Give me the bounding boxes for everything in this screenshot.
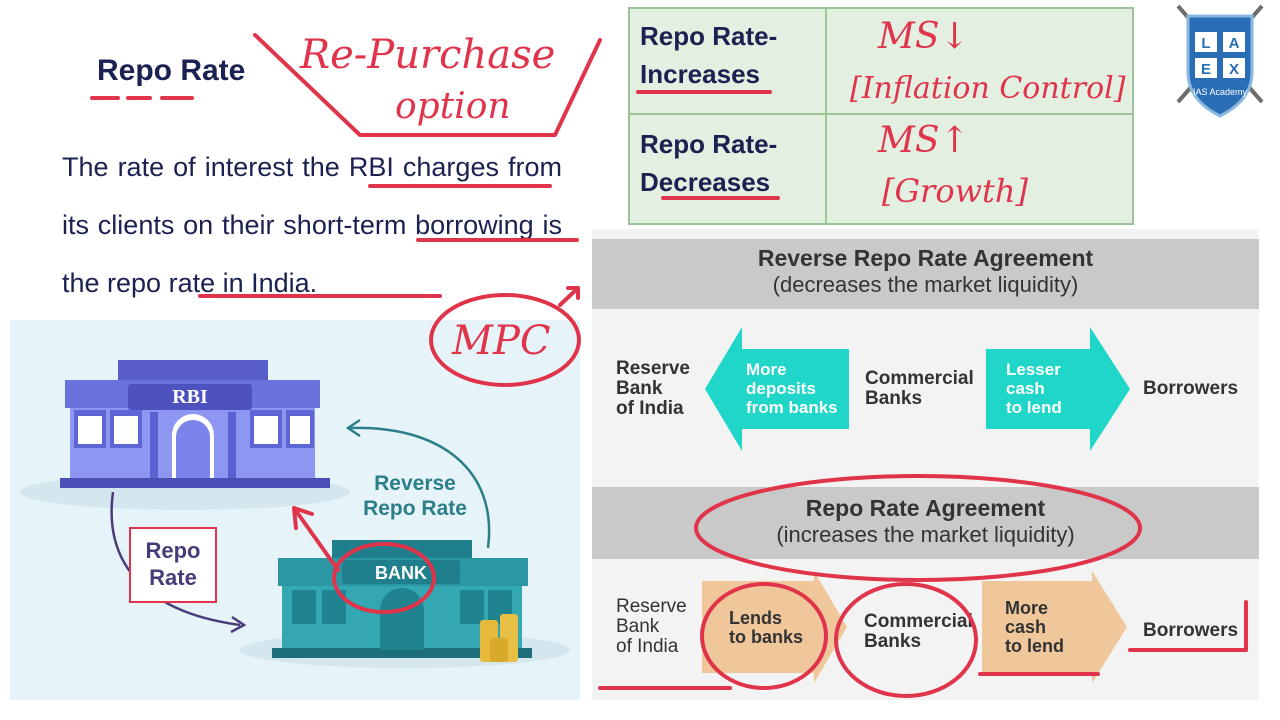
rbi-label: RBI [172, 386, 208, 408]
repo-agreement-diagram: Reverse Repo Rate Agreement (decreases t… [592, 229, 1259, 700]
row-decreases-line2: Decreases [640, 167, 771, 197]
row-increases-value-cell [827, 9, 1132, 115]
repo-header: Repo Rate Agreement (increases the marke… [592, 487, 1259, 559]
repo-rbi-line2: Bank [616, 616, 660, 637]
repo-arrow2-line1: More [1005, 598, 1049, 618]
repo-arrow2-line3: to lend [1005, 636, 1064, 656]
laex-logo: L A E X IAS Academy [1170, 2, 1270, 120]
reverse-arrow2-line2: cash [1006, 379, 1045, 398]
reverse-rbi-line1: Reserve [616, 358, 690, 379]
bank-building-icon [272, 540, 532, 662]
row-increases-label-cell: Repo Rate- Increases [630, 9, 827, 115]
repo-banks-line1: Commercial [864, 611, 973, 632]
reverse-arrow2-line3: to lend [1006, 398, 1062, 417]
logo-letter-1: L [1201, 35, 1210, 52]
repo-borrowers: Borrowers [1143, 620, 1239, 641]
row-increases-line2: Increases [640, 59, 760, 89]
mpc-pointer [558, 286, 580, 307]
reverse-repo-subtitle: (decreases the market liquidity) [772, 272, 1079, 297]
repurchase-line2: option [395, 86, 511, 127]
repo-arrow1-line2: to banks [729, 627, 804, 647]
logo-letter-4: X [1229, 61, 1239, 78]
bank-label: BANK [375, 563, 427, 583]
reverse-borrowers: Borrowers [1143, 378, 1239, 399]
repo-rate-label-line2: Rate [149, 565, 197, 590]
repurchase-bracket [253, 33, 602, 137]
repo-rbi-line1: Reserve [616, 596, 687, 617]
row-increases-line1: Repo Rate- [640, 21, 778, 51]
page-title: Repo Rate [97, 54, 246, 87]
rbi-bank-illustration: RBI BANK Repo Rate Reverse Repo [20, 360, 570, 668]
logo-letter-2: A [1229, 35, 1240, 52]
reverse-repo-label-line2: Repo Rate [363, 497, 467, 520]
reverse-repo-label-line1: Reverse [374, 472, 456, 495]
logo-caption: IAS Academy [1193, 87, 1248, 97]
deposits-arrow-left [705, 327, 849, 451]
reverse-rbi-line3: of India [616, 398, 684, 419]
repo-arrow1-line1: Lends [729, 608, 783, 628]
reverse-banks-line1: Commercial [865, 368, 974, 389]
repo-rate-label-line1: Repo [146, 538, 201, 563]
repo-banks-line2: Banks [864, 631, 922, 652]
repo-illustration: RBI BANK Repo Rate Reverse Repo [10, 320, 580, 700]
repo-rate-table: Repo Rate- Increases Repo Rate- Decrease… [628, 7, 1134, 225]
reverse-arrow2-line1: Lesser [1006, 360, 1061, 379]
reverse-rbi-line2: Bank [616, 378, 663, 399]
row-decreases-line1: Repo Rate- [640, 129, 778, 159]
reverse-arrow1-line1: More [746, 360, 787, 379]
reverse-arrow1-line3: from banks [746, 398, 838, 417]
rbi-building-icon [60, 360, 330, 488]
reverse-banks-line2: Banks [865, 388, 923, 409]
reverse-arrow1-line2: deposits [746, 379, 816, 398]
definition-text: The rate of interest the RBI charges fro… [62, 152, 562, 298]
logo-letter-3: E [1201, 61, 1211, 78]
reverse-repo-header: Reverse Repo Rate Agreement (decreases t… [592, 239, 1259, 309]
repo-title: Repo Rate Agreement [805, 495, 1046, 521]
reverse-repo-title: Reverse Repo Rate Agreement [757, 245, 1094, 271]
row-decreases-label-cell: Repo Rate- Decreases [630, 115, 827, 223]
repo-rbi-line3: of India [616, 636, 679, 657]
repo-subtitle: (increases the market liquidity) [776, 522, 1075, 547]
shield-logo-icon: L A E X IAS Academy [1176, 4, 1264, 118]
repo-arrow2-line2: cash [1005, 617, 1047, 637]
repurchase-line1: Re-Purchase [299, 32, 555, 78]
lend-arrow-right-teal [986, 327, 1130, 451]
